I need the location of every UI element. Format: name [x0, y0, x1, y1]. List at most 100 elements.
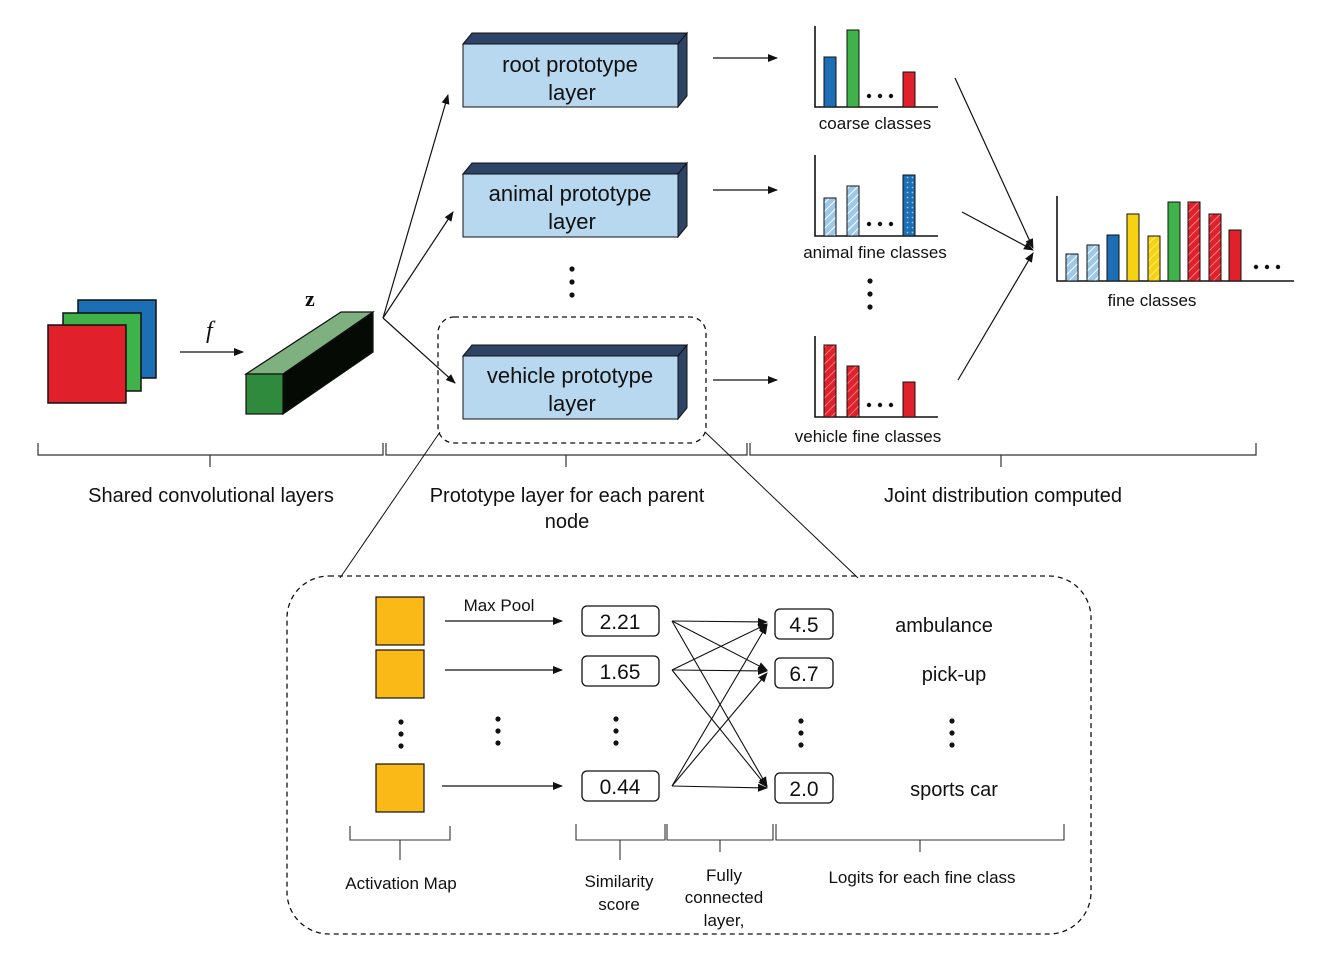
- distribution-vertical-dots: [867, 278, 873, 310]
- animal-to-joint-arrow: [961, 211, 1034, 251]
- vehicle-axes: [814, 336, 938, 418]
- activation-map-brace: [349, 826, 451, 860]
- activation-map: [375, 763, 425, 813]
- similarity-box: [581, 655, 660, 687]
- animal-block-label-line1: animal prototype: [489, 181, 652, 206]
- logit-boxes: 4.5 6.7 2.0: [774, 608, 834, 804]
- animal-fine-classes-chart: animal fine classes: [803, 155, 947, 262]
- joint-arrows: [954, 77, 1034, 381]
- vehicle-block-top: [461, 344, 689, 357]
- logit-value: 2.0: [789, 778, 818, 801]
- vehicle-to-joint-arrow: [957, 252, 1034, 381]
- similarity-box: [581, 605, 660, 637]
- fine-bar: [1228, 229, 1242, 282]
- logit-value: 4.5: [789, 614, 818, 637]
- detail-braces: [349, 824, 1065, 860]
- feature-front-face: [245, 373, 284, 415]
- vehicle-bar: [902, 381, 916, 418]
- animal-block-top: [461, 162, 689, 175]
- root-prototype-block: root prototype layer: [461, 31, 689, 109]
- similarity-value: 2.21: [600, 611, 641, 634]
- similarity-score-boxes: 2.21 1.65 0.44: [581, 605, 660, 802]
- class-name-sports-car: sports car: [910, 779, 998, 801]
- similarity-box: [581, 770, 660, 802]
- root-block-label-line1: root prototype: [502, 52, 638, 77]
- coarse-bar: [902, 71, 916, 108]
- fine-classes-chart: fine classes: [1056, 196, 1294, 310]
- root-block-side: [677, 31, 688, 109]
- z-to-prototype-arrows: [382, 94, 456, 384]
- joint-section-label: Joint distribution computed: [884, 485, 1122, 507]
- vehicle-prototype-block: vehicle prototype layer: [461, 343, 689, 421]
- root-block-front: [462, 43, 679, 108]
- function-symbol: f: [206, 318, 216, 344]
- vehicle-fine-classes-chart: vehicle fine classes: [795, 336, 941, 446]
- vehicle-highlight-box: [437, 316, 707, 444]
- animal-bar: [902, 174, 916, 237]
- input-image-stack: [47, 299, 157, 404]
- vehicle-block-label-line1: vehicle prototype: [487, 363, 653, 388]
- class-name-pickup: pick-up: [922, 664, 986, 686]
- coarse-axes: [814, 26, 938, 108]
- similarity-label-line1: Similarity: [585, 872, 654, 891]
- logit-value: 6.7: [789, 663, 818, 686]
- animal-block-label-line2: layer: [548, 209, 596, 234]
- fine-bar: [1086, 244, 1100, 282]
- animal-block-front: [462, 173, 679, 238]
- vehicle-bar: [823, 344, 837, 418]
- similarity-value: 1.65: [600, 661, 641, 684]
- fine-bar: [1106, 234, 1120, 282]
- vehicle-block-front: [462, 355, 679, 420]
- vehicle-fine-classes-label: vehicle fine classes: [795, 427, 941, 446]
- logit-box: [774, 657, 834, 689]
- animal-ellipsis: [866, 221, 894, 227]
- root-block-top: [461, 32, 689, 45]
- vehicle-ellipsis: [866, 402, 894, 408]
- vehicle-bar: [846, 365, 860, 418]
- prototype-brace: [385, 443, 748, 467]
- zoom-line-left: [339, 431, 441, 579]
- fine-classes-label: fine classes: [1108, 291, 1197, 310]
- animal-bar: [846, 185, 860, 237]
- arrow-to-vehicle: [382, 317, 456, 384]
- prototype-section-label-line2: node: [545, 511, 590, 533]
- similarity-label-line2: score: [598, 895, 640, 914]
- detail-panel: [286, 575, 1092, 935]
- shared-section-label: Shared convolutional layers: [88, 485, 334, 507]
- coarse-classes-label: coarse classes: [819, 114, 931, 133]
- fc-label-line3: layer,: [704, 911, 745, 930]
- activation-map-label: Activation Map: [345, 874, 457, 893]
- similarity-brace: [575, 824, 666, 860]
- zoom-line-right: [704, 431, 859, 579]
- arrow-to-animal: [382, 211, 454, 319]
- logit-box: [774, 608, 834, 640]
- shared-brace: [37, 443, 384, 467]
- fine-bar: [1065, 253, 1079, 282]
- fc-label-line2: connected: [685, 888, 763, 907]
- section-braces: [37, 443, 1257, 467]
- joint-brace: [749, 443, 1257, 467]
- animal-prototype-block: animal prototype layer: [461, 161, 689, 239]
- logits-brace: [775, 824, 1065, 852]
- feature-vector-z: [243, 310, 375, 416]
- prototype-vertical-dots: [569, 266, 575, 298]
- fully-connected-brace: [666, 824, 774, 852]
- fine-bar: [1147, 235, 1161, 282]
- logit-box: [774, 772, 834, 804]
- animal-fine-classes-label: animal fine classes: [803, 243, 947, 262]
- coarse-ellipsis: [866, 93, 894, 99]
- coarse-bar: [846, 29, 860, 108]
- coarse-bar: [823, 56, 837, 108]
- animal-block-side: [677, 161, 688, 239]
- coarse-classes-chart: coarse classes: [814, 26, 938, 133]
- fine-bar: [1187, 201, 1201, 282]
- detail-vertical-dots: [398, 716, 955, 749]
- fully-connected-arrows: [671, 617, 768, 792]
- max-pool-label: Max Pool: [464, 596, 535, 615]
- activation-map: [375, 649, 425, 699]
- fine-bar: [1126, 213, 1140, 282]
- class-name-ambulance: ambulance: [895, 615, 993, 637]
- vehicle-block-side: [677, 343, 688, 421]
- fine-bar: [1208, 213, 1222, 282]
